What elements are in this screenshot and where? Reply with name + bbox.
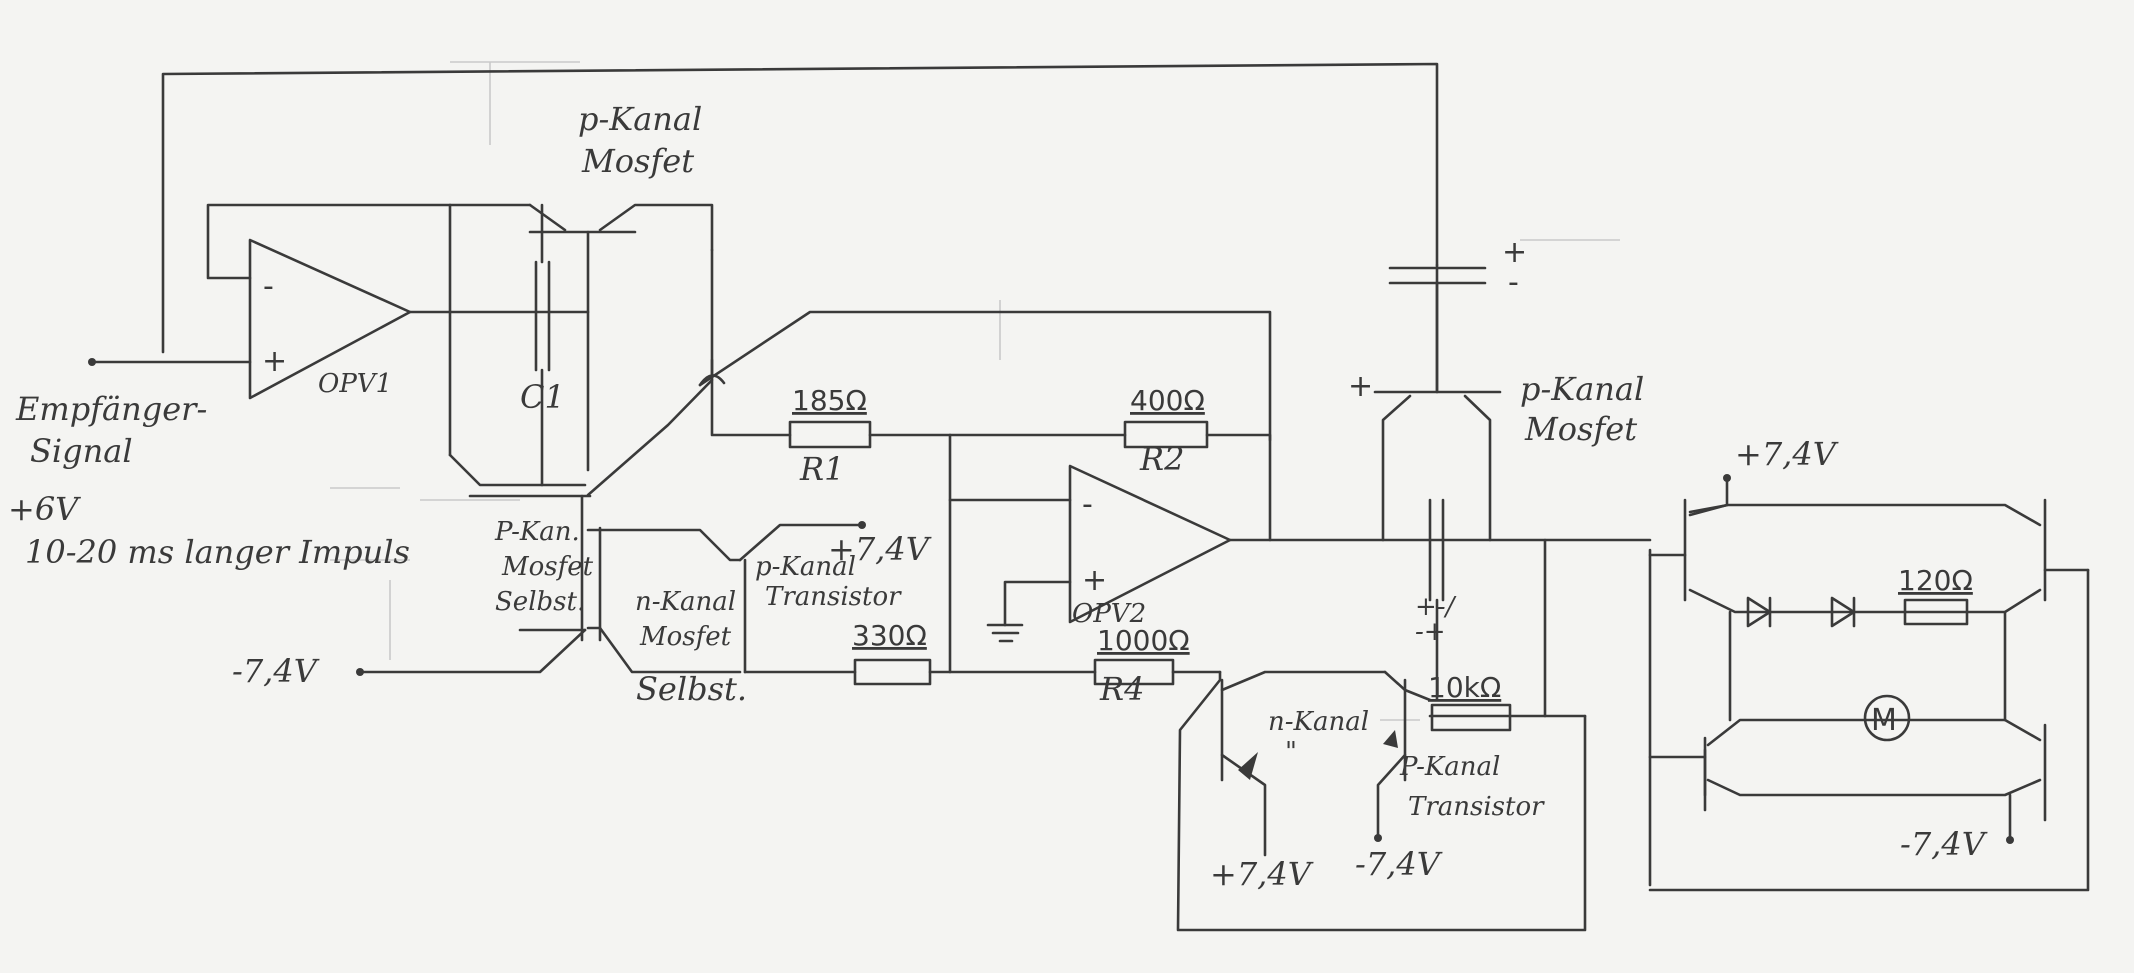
p-transistor-bottom-label: P-Kanal Transistor [1399,752,1545,822]
r330-label: 330Ω [852,619,927,652]
plus-6v-label: +6V [8,490,81,528]
c1-label: C1 [520,378,565,416]
svg-text:-: - [1508,265,1519,300]
opv2-label: OPV2 [1072,599,1146,629]
r2-name-label: R2 [1139,440,1184,478]
opv1-label: OPV1 [318,369,392,399]
minus74-left-label: -7,4V [232,652,320,690]
minus74-bridge-label: -7,4V [1900,825,1988,863]
receiver-signal-label: Empfänger- Signal [15,390,217,470]
svg-text:-: - [263,269,274,304]
n-mosfet-block [586,521,866,674]
r120-label: 120Ω [1898,564,1973,597]
bottom-transistor-box: 10kΩ [1176,538,1587,932]
h-bridge: 120Ω M [1648,474,2090,892]
p-transistor-mid-label: p-Kanal Transistor [755,552,902,612]
r4-name-label: R4 [1099,670,1144,708]
top-feedback-wire [161,62,1439,354]
cap-polarity-1: +-/ [1415,592,1457,622]
impulse-label: 10-20 ms langer Impuls [25,533,410,571]
r1-value-label: 185Ω [792,384,867,417]
plus74-bridge-label: +7,4V [1735,435,1839,473]
input-signal [88,358,252,366]
minus74-bottom-label: -7,4V [1355,845,1443,883]
selbst-label: Selbst. [636,670,747,708]
svg-text:-: - [1082,487,1093,522]
plus74-bottom-label: +7,4V [1210,855,1314,893]
r2-value-label: 400Ω [1130,384,1205,417]
motor-label: M [1871,703,1897,738]
r10k-label: 10kΩ [1428,671,1501,704]
p-mosfet-self-label: P-Kan. Mosfet Selbst. [494,517,601,617]
opv2-section: 185Ω R1 400Ω R2 - + 330Ω 1000Ω R4 [698,310,1652,708]
r1-name-label: R1 [799,450,844,488]
opv1-op-amp: - + [206,203,590,400]
c1-mosfet-block [356,203,714,676]
svg-text:+: + [262,344,287,379]
plus74-mid-label: +7,4V [828,530,932,568]
svg-text:+: + [1502,235,1527,270]
cap-polarity-2: -+ [1415,617,1446,647]
p-mosfet-top-label: p-Kanal Mosfet [578,100,712,180]
right-mosfet-cap: + - + +-/ -+ [1348,235,1527,702]
svg-text:+: + [1082,563,1107,598]
n-mosfet-self-label: n-Kanal Mosfet [635,587,744,652]
svg-text:+: + [1348,369,1373,404]
p-mosfet-right-label: p-Kanal Mosfet [1520,370,1654,448]
n-kanal-bottom-label: n-Kanal " [1268,707,1377,767]
r4-value-label: 1000Ω [1097,624,1190,657]
erased-traces [330,61,1620,721]
